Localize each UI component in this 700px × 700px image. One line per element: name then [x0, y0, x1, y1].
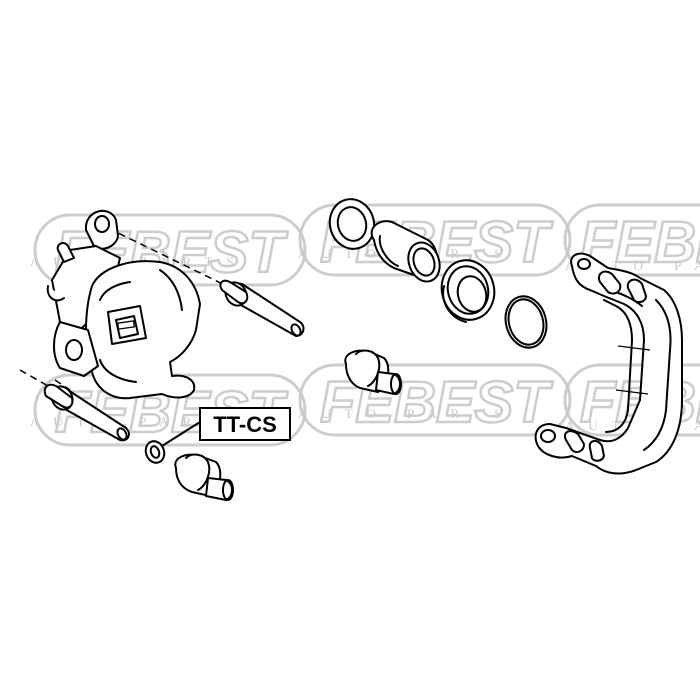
small-seal-ring[interactable] — [143, 439, 167, 466]
watermark-tagline: AUTO PARTS — [298, 406, 516, 421]
watermark-center-lower: FEBEST — [298, 363, 572, 437]
guide-pin-upper[interactable] — [219, 279, 305, 338]
caliper-bracket[interactable] — [534, 252, 683, 475]
callout-box — [199, 407, 291, 441]
part-callout[interactable]: TT-CS — [161, 407, 291, 447]
caliper-body[interactable] — [46, 209, 201, 400]
caliper-piston[interactable] — [370, 220, 445, 286]
piston-dust-boot[interactable] — [324, 194, 379, 254]
guide-pin-boot-middle[interactable] — [344, 349, 402, 395]
piston-boot-ring[interactable] — [435, 254, 501, 325]
guide-pin-lower[interactable] — [43, 383, 130, 442]
callout-label: TT-CS — [213, 412, 277, 437]
guide-pin-boot-lower[interactable] — [174, 453, 234, 501]
watermark-right: FEBEST — [563, 203, 700, 277]
piston-seal[interactable] — [500, 292, 552, 353]
